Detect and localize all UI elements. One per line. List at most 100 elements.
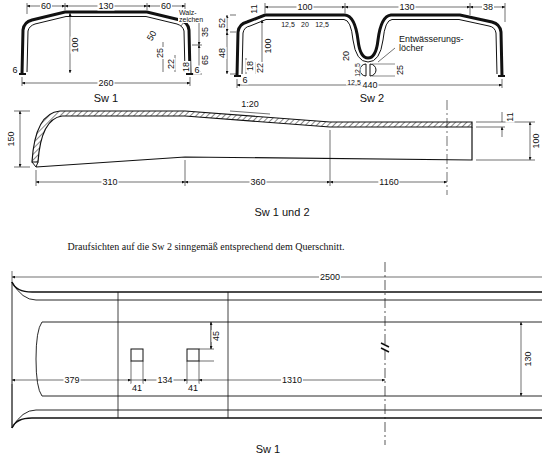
dimension-label: 1310 (281, 376, 303, 385)
plan-view-stroke (12, 277, 542, 278)
longitudinal-section-stroke (20, 111, 21, 167)
longitudinal-section-stroke (14, 111, 30, 167)
sw2-section-stroke (372, 64, 395, 76)
sw1-section-stroke (27, 17, 185, 73)
dimension-label: 20 (342, 50, 351, 62)
dimension-label: 25 (396, 64, 405, 76)
dimension-label: 100 (264, 37, 273, 54)
dimension-label: 100 (71, 36, 80, 53)
figure-caption: Sw 1 (255, 444, 281, 455)
dimension-label: 60 (40, 1, 52, 10)
plan-view-stroke (131, 349, 143, 361)
dimension-label: 60 (160, 1, 172, 10)
plan-view-stroke (12, 410, 542, 428)
dimension-label: 20 (300, 21, 310, 28)
dimension-label: 45 (212, 330, 221, 342)
dimension-label: 12,5 (314, 21, 330, 28)
dimension-label: 12,5 (346, 79, 362, 86)
sw1-section-stroke (199, 20, 200, 45)
dimension-label: 18 (182, 61, 191, 73)
sw1-section (19, 3, 202, 86)
dimension-label: 134 (156, 376, 173, 385)
dimension-label: Entwässerungs- löcher (398, 35, 466, 53)
dimension-label: 18 (246, 60, 255, 72)
sw1-section-stroke (22, 12, 190, 74)
dimension-label: 22 (167, 58, 176, 70)
plan-view-stroke (118, 292, 228, 418)
dimension-label: 150 (7, 130, 16, 147)
longitudinal-section-stroke (36, 130, 330, 186)
dimension-label: 65 (201, 54, 210, 66)
longitudinal-section-stroke (530, 122, 531, 160)
dimension-label: 12,5 (354, 62, 361, 78)
dimension-label: 100 (296, 3, 313, 12)
plan-view-stroke (36, 322, 42, 396)
dimension-label: 2500 (319, 273, 341, 282)
plan-view-stroke (12, 282, 542, 300)
plan-view-stroke (42, 322, 542, 396)
dimension-label: 48 (218, 47, 227, 59)
dimension-label: 11 (506, 111, 515, 122)
sw1-section-stroke (19, 73, 193, 75)
dimension-label: 379 (63, 376, 80, 385)
plan-view-stroke (521, 322, 522, 396)
plan-view-stroke (187, 380, 199, 381)
figure-caption: Sw 2 (359, 93, 385, 104)
sw2-section-stroke (246, 58, 256, 74)
dimension-label: 52 (218, 17, 227, 29)
plan-view-stroke (385, 262, 386, 445)
plan-view-stroke (12, 418, 542, 428)
dimension-label: 130 (398, 3, 415, 12)
dimension-label: Walz- zeichen (178, 9, 214, 23)
sw2-section-stroke (237, 15, 502, 76)
longitudinal-section-stroke (36, 127, 472, 167)
plan-view-stroke (187, 349, 199, 361)
dimension-label: 41 (187, 384, 199, 393)
dimension-label: 11 (250, 3, 259, 14)
dimension-label: 6 (241, 76, 248, 85)
longitudinal-section-stroke (447, 100, 448, 195)
sw2-section-stroke (378, 48, 395, 62)
dimension-label: 360 (249, 178, 266, 187)
figure-caption: Sw 1 und 2 (253, 207, 310, 218)
dimension-label: 6 (11, 66, 18, 75)
sw2-section-stroke (360, 64, 366, 76)
dimension-label: 38 (482, 3, 494, 12)
sw2-section (227, 3, 505, 88)
sw2-section-stroke (227, 32, 228, 74)
longitudinal-section-stroke (230, 111, 270, 114)
figure-caption: Sw 1 (93, 93, 119, 104)
plan-view-stroke (12, 361, 199, 428)
plan-view-stroke (381, 343, 389, 352)
drawing-note: Draufsichten auf die Sw 2 sinngemäß ents… (67, 242, 346, 252)
dimension-label: 440 (361, 81, 378, 90)
dimension-label: 1:20 (240, 100, 260, 109)
longitudinal-section-stroke (32, 111, 472, 162)
dimension-label: 50 (145, 29, 159, 44)
sw1-section-stroke (163, 42, 183, 73)
dimension-label: 310 (101, 178, 118, 187)
longitudinal-section-stroke (476, 122, 535, 160)
sw2-section-stroke (370, 64, 376, 76)
dimension-label: 6 (193, 66, 200, 75)
dimension-label: 130 (97, 1, 114, 10)
plan-view-stroke (131, 380, 143, 381)
dimension-label: 41 (131, 384, 143, 393)
longitudinal-section (14, 100, 535, 195)
plan-view-stroke (12, 282, 542, 292)
sw2-section-stroke (265, 3, 505, 22)
dimension-label: 130 (524, 350, 533, 367)
sw2-section-stroke (230, 15, 236, 74)
sw2-section-stroke (227, 15, 228, 32)
dimension-label: 22 (256, 62, 265, 74)
longitudinal-section-stroke (502, 112, 503, 137)
dimension-label: 260 (97, 79, 114, 88)
dimension-label: 1160 (378, 178, 399, 187)
longitudinal-section-stroke (32, 162, 38, 167)
plan-view (12, 262, 542, 445)
dimension-label: 25 (156, 47, 165, 59)
dimension-label: 100 (532, 132, 541, 149)
